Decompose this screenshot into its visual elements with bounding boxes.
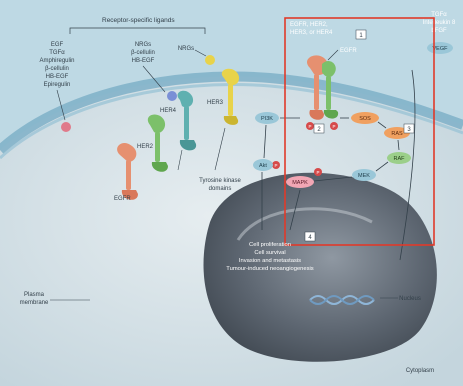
outcome-survival: Cell survival (254, 250, 285, 256)
factor-il8: Interleukin 8 (423, 20, 456, 26)
marker-2: 2 (314, 124, 324, 133)
ligands-header: Receptor-specific ligands (102, 17, 175, 24)
ligand-egf-blob (61, 122, 71, 132)
label-sos: SOS (359, 116, 371, 122)
ligand-nrg4-blob (205, 55, 215, 65)
ligand-hb-egf: HB-EGF (46, 74, 69, 80)
node-vegf: VEGF (427, 42, 453, 54)
tyrosine-kinase-label-2: domains (209, 186, 232, 192)
label-receptor-list-2: HER3, or HER4 (290, 30, 333, 36)
outcome-invasion: Invasion and metastasis (239, 258, 301, 264)
label-nucleus: Nucleus (399, 296, 421, 302)
ligand-amphiregulin: Amphiregulin (39, 58, 74, 64)
label-mapk: MAPK (292, 180, 308, 186)
node-raf: RAF (387, 152, 411, 164)
label-raf: RAF (394, 156, 406, 162)
label-akt: Akt (259, 163, 267, 169)
label-plasma-membrane-2: membrane (20, 300, 49, 306)
svg-text:P: P (332, 124, 335, 129)
ligand-hb-egf-2: HB-EGF (132, 58, 155, 64)
ligand-betacellulin: β-cellulin (45, 66, 69, 72)
ligand-nrgs-her4: NRGs (178, 46, 194, 52)
ligand-tgfa: TGFα (49, 50, 65, 56)
node-sos: SOS (351, 112, 379, 124)
ligand-epiregulin: Epiregulin (44, 82, 71, 88)
ligand-egf: EGF (51, 42, 64, 48)
ligand-betacellulin-2: β-cellulin (131, 50, 155, 56)
label-plasma-membrane-1: Plasma (24, 292, 45, 298)
label-her4: HER4 (160, 108, 177, 114)
marker-4: 4 (305, 232, 315, 241)
svg-text:P: P (274, 163, 277, 168)
tyrosine-kinase-label: Tyrosine kinase (199, 178, 241, 184)
label-her2: HER2 (137, 144, 154, 150)
outcome-proliferation: Cell proliferation (249, 242, 291, 248)
node-pi3k: PI3K (255, 112, 279, 124)
node-mek: MEK (352, 169, 376, 181)
label-her3: HER3 (207, 100, 224, 106)
label-pi3k: PI3K (261, 116, 273, 122)
label-egfr-right: EGFR (340, 48, 357, 54)
ligand-nrgs: NRGs (135, 42, 151, 48)
label-receptor-list-1: EGFR, HER2, (290, 22, 328, 28)
marker-3: 3 (404, 124, 414, 133)
label-mek: MEK (358, 173, 370, 179)
node-mapk: MAPK (286, 176, 314, 188)
factor-tgfa: TGFα (431, 12, 447, 18)
svg-text:P: P (316, 170, 319, 175)
label-ras: RAS (391, 131, 403, 137)
outcome-angiogenesis: Tumour-induced neoangiogenesis (226, 266, 314, 272)
node-akt: Akt (253, 159, 273, 171)
ligand-nrg-blob (167, 91, 177, 101)
label-egfr-left: EGFR (114, 196, 131, 202)
label-cytoplasm: Cytoplasm (406, 368, 434, 374)
svg-text:P: P (308, 124, 311, 129)
marker-1: 1 (356, 30, 366, 39)
label-vegf: VEGF (433, 46, 449, 52)
